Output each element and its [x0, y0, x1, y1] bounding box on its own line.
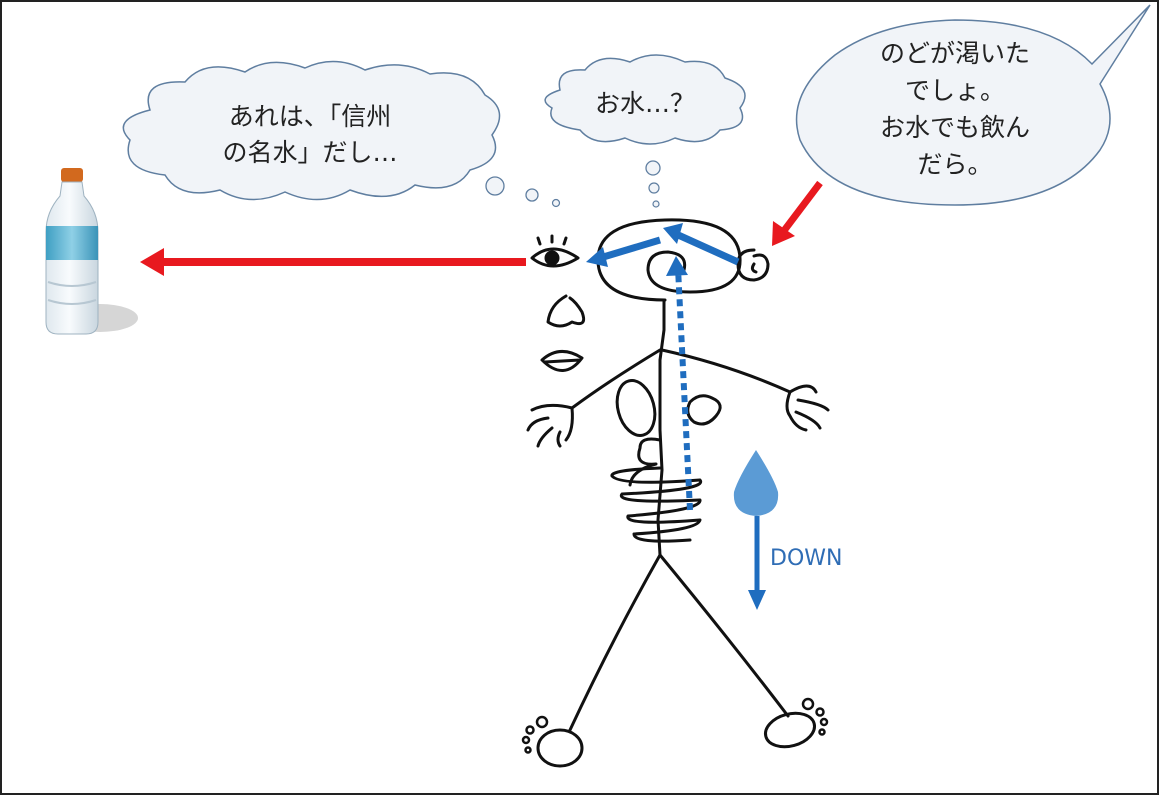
speech-ear-line-4: だら。 [917, 150, 992, 179]
thought-bubble-bottle: あれは、「信州 の名水」だし… [122, 60, 561, 208]
speech-bubble-ear: のどが渇いた でしょ。 お水でも飲ん だら。 [795, 4, 1151, 206]
signal-arrows [586, 223, 740, 511]
lung-icon [615, 379, 657, 437]
water-drop-icon [733, 450, 779, 516]
speech-ear-line-2: でしょ。 [905, 76, 1005, 105]
spine [656, 298, 666, 557]
thought-bubble-water: お水…？ [544, 54, 746, 208]
right-arm [660, 348, 792, 394]
thought-water-text: お水…？ [595, 89, 695, 118]
stick-figure [521, 218, 830, 768]
intestine-icon [610, 466, 703, 543]
eye-icon [530, 234, 580, 268]
water-bottle-image [45, 168, 138, 335]
left-foot [536, 728, 584, 768]
stomach-icon [628, 437, 662, 487]
left-toes [521, 715, 549, 754]
mouth-icon [540, 350, 584, 372]
ear-to-brain-arrow [674, 230, 740, 266]
ascending-signal-dotted [675, 267, 693, 511]
right-toes [801, 697, 829, 736]
left-leg [568, 553, 662, 732]
right-foot [763, 711, 817, 749]
stimulus-arrows [140, 180, 823, 276]
sight-arrow [140, 248, 526, 276]
left-arm [570, 348, 662, 410]
speech-ear-line-3: お水でも飲ん [880, 113, 1030, 142]
heart-icon [686, 394, 722, 426]
down-arrow [748, 516, 766, 610]
ear-icon [736, 248, 770, 282]
brain-to-eye-arrow [598, 236, 662, 262]
right-hand [785, 384, 830, 432]
thought-bottle-line-2: の名水」だし… [222, 138, 397, 167]
right-leg [658, 553, 790, 718]
thought-bottle-line-1: あれは、「信州 [229, 102, 392, 131]
down-label: DOWN [770, 546, 842, 571]
speech-ear-line-1: のどが渇いた [880, 39, 1030, 68]
left-hand [526, 403, 574, 448]
nose-icon [546, 294, 586, 328]
sound-arrow [772, 180, 823, 246]
